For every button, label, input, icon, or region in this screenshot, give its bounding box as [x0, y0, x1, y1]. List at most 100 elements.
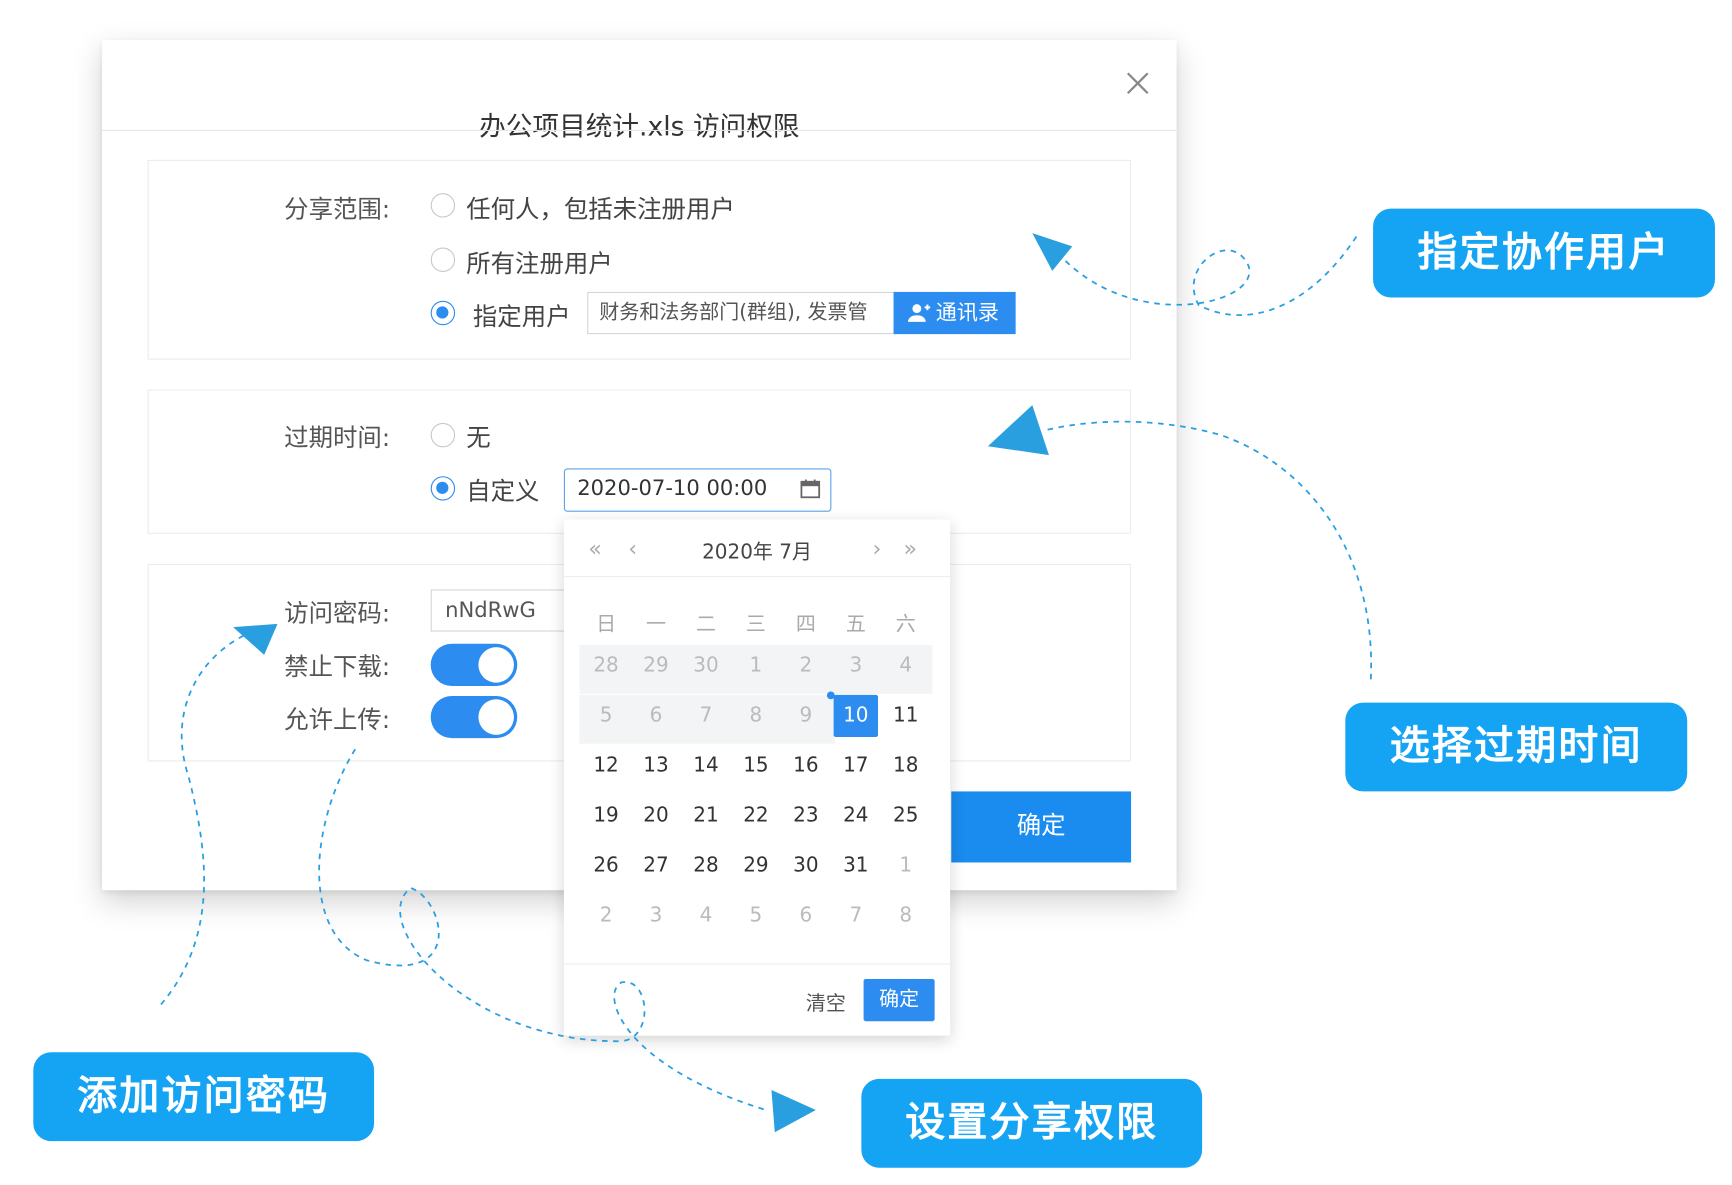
calendar-day[interactable]: 1	[899, 853, 913, 877]
radio-registered-users[interactable]	[430, 247, 456, 272]
calendar-day[interactable]: 30	[793, 853, 819, 877]
calendar-day[interactable]: 8	[749, 703, 763, 728]
past-week-row-bg	[579, 644, 933, 694]
radio-specific-users[interactable]	[430, 300, 456, 326]
dialog-title: 办公项目统计.xls 访问权限	[479, 111, 800, 143]
add-user-icon	[907, 304, 931, 322]
weekday-header: 一	[646, 612, 666, 637]
calendar-day[interactable]: 9	[784, 691, 835, 737]
calendar-day[interactable]: 29	[743, 853, 769, 877]
calendar-day[interactable]: 28	[593, 653, 619, 678]
expiry-date-value: 2020-07-10 00:00	[577, 476, 768, 501]
calendar-day[interactable]: 6	[649, 703, 663, 728]
arrow-to-expiry-path	[1043, 420, 1373, 680]
calendar-day[interactable]: 27	[643, 853, 669, 877]
allow-upload-label: 允许上传:	[284, 707, 391, 735]
radio-anyone[interactable]	[430, 193, 456, 218]
calendar-day[interactable]: 21	[693, 803, 719, 827]
radio-custom-expiry[interactable]	[430, 476, 456, 501]
no-download-label: 禁止下载:	[284, 653, 391, 682]
calendar-day[interactable]: 5	[749, 903, 763, 927]
title-divider	[102, 129, 1177, 131]
picker-month-title: 2020年 7月	[702, 540, 812, 564]
calendar-day[interactable]: 17	[843, 753, 869, 777]
password-label: 访问密码:	[284, 600, 391, 629]
arrowhead-expiry	[987, 405, 1049, 456]
calendar-day[interactable]: 28	[693, 853, 719, 877]
calendar-day[interactable]: 15	[743, 753, 769, 777]
calendar-day[interactable]: 22	[743, 803, 769, 827]
calendar-day[interactable]: 12	[593, 753, 619, 777]
radio-no-expiry[interactable]	[430, 422, 456, 448]
calendar-icon[interactable]	[799, 477, 821, 499]
share-scope-label: 分享范围:	[284, 196, 391, 225]
calendar-day[interactable]: 16	[793, 753, 819, 777]
calendar-day[interactable]: 3	[649, 903, 663, 927]
callout-collab-users: 指定协作用户	[1373, 208, 1715, 298]
callout-share-permission: 设置分享权限	[861, 1078, 1203, 1168]
calendar-day[interactable]: 10	[833, 694, 879, 738]
no-download-toggle[interactable]	[430, 643, 518, 686]
allow-upload-toggle[interactable]	[430, 695, 518, 739]
expiry-date-input[interactable]: 2020-07-10 00:00	[563, 468, 832, 512]
callout-access-password: 添加访问密码	[33, 1052, 375, 1142]
calendar-day[interactable]: 6	[799, 903, 813, 927]
calendar-day[interactable]: 25	[893, 803, 919, 827]
calendar-day[interactable]: 30	[693, 653, 719, 678]
weekday-header: 四	[795, 612, 816, 637]
contacts-button-label: 通讯录	[935, 300, 1000, 326]
weekday-header: 五	[845, 612, 866, 637]
calendar-day[interactable]: 31	[843, 853, 869, 877]
arrowhead-password	[233, 623, 278, 655]
picker-footer-divider	[563, 963, 951, 965]
weekday-header: 日	[596, 612, 617, 637]
calendar-day[interactable]: 26	[593, 853, 619, 877]
weekday-header: 三	[745, 612, 766, 637]
arrowhead-users	[1032, 233, 1073, 271]
close-icon[interactable]	[1121, 67, 1154, 100]
picker-ok-button[interactable]: 确定	[863, 979, 935, 1022]
prev-year-button[interactable]: «	[588, 535, 602, 562]
picker-header	[563, 519, 951, 578]
calendar-day[interactable]: 1	[749, 653, 763, 678]
past-week-row-bg	[579, 694, 835, 744]
arrow-to-password-path	[160, 631, 251, 1006]
calendar-day[interactable]: 19	[593, 803, 619, 827]
calendar-day[interactable]: 11	[893, 703, 919, 728]
calendar-day[interactable]: 7	[849, 903, 863, 927]
clear-link[interactable]: 清空	[805, 992, 846, 1016]
calendar-day[interactable]: 13	[643, 753, 669, 777]
option-registered-label: 所有注册用户	[466, 250, 613, 279]
next-year-button[interactable]: »	[903, 535, 918, 562]
calendar-day[interactable]: 4	[899, 653, 913, 678]
calendar-day[interactable]: 18	[893, 753, 919, 777]
calendar-day[interactable]: 7	[699, 703, 713, 728]
calendar-day[interactable]: 3	[849, 653, 863, 678]
confirm-button[interactable]: 确定	[951, 791, 1132, 863]
prev-month-button[interactable]: ‹	[628, 535, 638, 562]
calendar-day[interactable]: 8	[899, 903, 913, 927]
arrow-to-share-path	[318, 748, 767, 1111]
arrow-to-users-path	[1059, 235, 1358, 316]
calendar-day[interactable]: 4	[699, 903, 713, 927]
calendar-day[interactable]: 5	[599, 703, 613, 728]
contacts-button[interactable]: 通讯录	[893, 291, 1016, 335]
calendar-day[interactable]: 2	[599, 903, 613, 927]
calendar-day[interactable]: 2	[799, 653, 813, 678]
calendar-day[interactable]: 20	[643, 803, 669, 827]
option-no-expiry-label: 无	[466, 425, 491, 453]
option-anyone-label: 任何人，包括未注册用户	[466, 196, 735, 225]
specific-users-input[interactable]: 财务和法务部门(群组), 发票管	[587, 291, 896, 335]
callout-expiry-time: 选择过期时间	[1345, 702, 1688, 792]
calendar-day[interactable]: 24	[843, 803, 869, 827]
calendar-day[interactable]: 14	[693, 753, 719, 777]
weekday-header: 六	[895, 612, 916, 637]
calendar-day[interactable]: 23	[793, 803, 819, 827]
weekday-header: 二	[695, 612, 716, 637]
calendar-day[interactable]: 29	[643, 653, 669, 678]
next-month-button[interactable]: ›	[872, 535, 882, 562]
option-custom-label: 自定义	[466, 478, 540, 507]
